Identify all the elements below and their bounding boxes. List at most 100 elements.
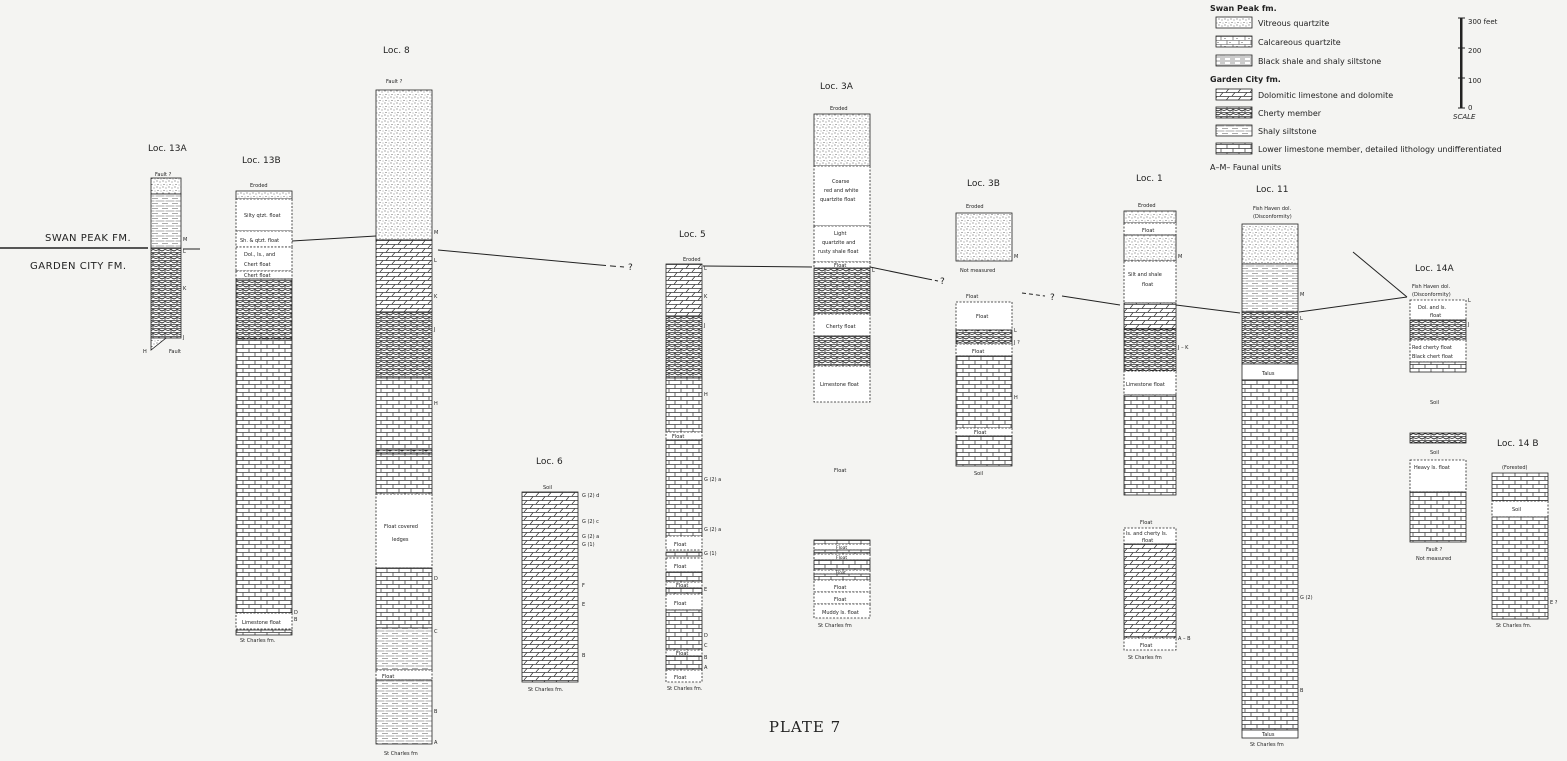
svg-text:Eroded: Eroded: [830, 106, 848, 112]
svg-text:L: L: [1014, 328, 1017, 334]
column-loc-3b: Loc. 3B Eroded M Not measured Float Floa…: [955, 179, 1020, 477]
svg-text:Black chert float: Black chert float: [1412, 354, 1453, 360]
svg-text:Float: Float: [674, 564, 686, 570]
svg-text:ledges: ledges: [392, 537, 409, 543]
svg-text:Float: Float: [1140, 643, 1152, 649]
svg-text:Float: Float: [836, 570, 846, 575]
svg-text:quartzite float: quartzite float: [820, 197, 855, 203]
scale-title: SCALE: [1453, 113, 1476, 121]
legend-swatch-calcqtz: [1215, 35, 1253, 48]
column-loc-5: Loc. 5 Eroded Float Float Float Float Fl…: [665, 230, 721, 692]
column-loc-8: Loc. 8 Fault ? Float covered ledges Floa…: [375, 46, 438, 757]
svg-text:Talus: Talus: [1261, 732, 1275, 738]
svg-text:St Charles fm.: St Charles fm.: [240, 638, 276, 644]
svg-text:Soil: Soil: [1512, 507, 1521, 513]
svg-text:(Disconformity): (Disconformity): [1253, 214, 1292, 220]
svg-text:Silt and shale: Silt and shale: [1128, 272, 1162, 278]
plate-title: PLATE 7: [768, 718, 842, 736]
svg-text:G (2): G (2): [1300, 595, 1313, 601]
svg-text:Float: Float: [674, 675, 686, 681]
svg-text:Float: Float: [976, 314, 988, 320]
svg-text:M: M: [1300, 292, 1304, 298]
svg-text:?: ?: [1050, 293, 1055, 303]
legend-swatch-limestone: [1215, 142, 1253, 155]
legend-swatch-vitreous: [1215, 16, 1253, 29]
svg-text:D: D: [704, 633, 708, 639]
svg-text:Limestone float: Limestone float: [242, 620, 281, 626]
column-title: Loc. 6: [536, 457, 563, 467]
svg-text:Float: Float: [676, 651, 688, 657]
column-loc-14b: Loc. 14 B (Forested) Soil E ? St Charles…: [1491, 439, 1558, 629]
svg-text:Float: Float: [674, 542, 686, 548]
svg-text:Eroded: Eroded: [966, 204, 984, 210]
svg-text:J – K: J – K: [1177, 345, 1189, 351]
svg-text:L: L: [704, 266, 707, 272]
svg-text:float: float: [1142, 282, 1153, 288]
svg-text:rusty shale float: rusty shale float: [818, 249, 859, 255]
svg-text:Float: Float: [834, 597, 846, 603]
svg-text:H: H: [704, 392, 708, 398]
svg-text:M: M: [183, 237, 187, 243]
column-loc-11: Loc. 11 Fish Haven dol. (Disconformity) …: [1241, 185, 1313, 748]
column-title: Loc. 3A: [820, 82, 854, 92]
faunal-units-label: A–M– Faunal units: [1210, 163, 1281, 172]
svg-text:St Charles fm.: St Charles fm.: [528, 687, 564, 693]
svg-text:G (2) d: G (2) d: [582, 493, 599, 499]
legend-swatch-cherty: [1215, 106, 1253, 119]
column-loc-13b: Loc. 13B Eroded Silty qtzt. float Sh. & …: [235, 156, 298, 644]
svg-text:C: C: [704, 643, 708, 649]
svg-text:Float: Float: [676, 583, 688, 589]
svg-text:Fault ?: Fault ?: [155, 172, 172, 178]
column-title: Loc. 13B: [242, 156, 281, 166]
svg-text:Float: Float: [834, 585, 846, 591]
legend-swatch-dolomite: [1215, 88, 1253, 101]
formation-boundary: ? ? ? SWAN PEAK FM. GARDEN CITY FM.: [0, 233, 1408, 314]
svg-text:B: B: [434, 709, 438, 715]
svg-text:A: A: [704, 665, 708, 671]
svg-text:Vitreous quartzite: Vitreous quartzite: [1258, 19, 1329, 28]
svg-text:Float covered: Float covered: [384, 524, 418, 530]
svg-text:D: D: [434, 576, 438, 582]
svg-text:Black shale and shaly siltston: Black shale and shaly siltstone: [1258, 57, 1381, 66]
svg-text:Not measured: Not measured: [960, 268, 995, 274]
svg-text:(Forested): (Forested): [1502, 465, 1528, 471]
svg-text:M: M: [1178, 254, 1182, 260]
svg-text:Dol., ls., and: Dol., ls., and: [244, 252, 275, 258]
float-label: Float: [1140, 520, 1152, 526]
svg-text:M: M: [434, 230, 438, 236]
svg-text:B: B: [582, 653, 586, 659]
svg-text:quartzite and: quartzite and: [822, 240, 855, 246]
svg-text:J: J: [182, 335, 184, 341]
svg-text:K: K: [434, 294, 438, 300]
svg-text:H: H: [143, 349, 147, 355]
svg-text:St Charles fm: St Charles fm: [384, 751, 418, 757]
svg-text:J ?: J ?: [1013, 340, 1020, 346]
svg-text:Soil: Soil: [974, 471, 983, 477]
svg-text:K: K: [183, 286, 187, 292]
svg-text:L: L: [1468, 298, 1471, 304]
svg-text:G (2) a: G (2) a: [704, 477, 721, 483]
svg-text:Float: Float: [974, 430, 986, 436]
svg-text:E: E: [582, 602, 585, 608]
svg-text:Float: Float: [836, 555, 847, 561]
svg-text:Talus: Talus: [1261, 371, 1275, 377]
svg-text:Float: Float: [834, 263, 846, 269]
svg-text:Chert float: Chert float: [244, 273, 271, 279]
legend-group-title: Garden City fm.: [1210, 75, 1281, 84]
svg-text:Float: Float: [972, 349, 984, 355]
svg-text:Calcareous quartzite: Calcareous quartzite: [1258, 38, 1341, 47]
svg-text:J: J: [1467, 322, 1469, 328]
svg-text:Cherty member: Cherty member: [1258, 109, 1322, 118]
svg-text:ls. and cherty ls.: ls. and cherty ls.: [1126, 531, 1168, 537]
svg-text:Soil: Soil: [1430, 450, 1439, 456]
svg-text:H: H: [1014, 395, 1018, 401]
svg-text:Silty qtzt. float: Silty qtzt. float: [244, 213, 281, 219]
svg-text:St Charles fm.: St Charles fm.: [1496, 623, 1532, 629]
scale-tick: 0: [1468, 104, 1472, 112]
svg-text:Heavy ls. float: Heavy ls. float: [1414, 465, 1450, 471]
column-title: Loc. 13A: [148, 144, 187, 154]
column-loc-1: Loc. 1 Eroded Float Silt and shale float…: [1123, 174, 1191, 661]
legend-swatch-shale: [1215, 54, 1253, 67]
column-title: Loc. 14 B: [1497, 439, 1539, 449]
